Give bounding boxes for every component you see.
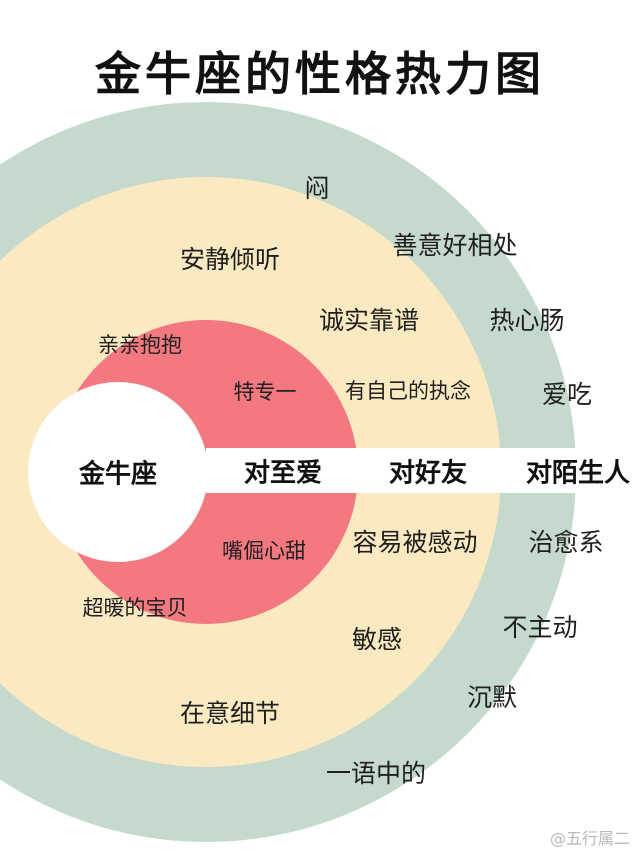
center-circle [28, 382, 208, 562]
lovers-trait: 超暖的宝贝 [82, 596, 188, 620]
friends-trait: 在意细节 [179, 699, 281, 728]
diagram-title: 金牛座的性格热力图 [95, 47, 545, 101]
label-band [206, 448, 640, 493]
band-label-strangers: 对陌生人 [525, 458, 631, 489]
strangers-trait: 闷 [304, 174, 330, 203]
friends-trait: 容易被感动 [352, 528, 478, 557]
lovers-trait: 亲亲抱抱 [98, 333, 182, 357]
strangers-trait: 热心肠 [489, 306, 565, 335]
friends-trait: 有自己的执念 [345, 379, 471, 403]
friends-trait: 敏感 [351, 625, 403, 654]
strangers-trait: 不主动 [502, 613, 578, 642]
strangers-trait: 爱吃 [541, 380, 593, 409]
lovers-trait: 嘴倔心甜 [222, 539, 306, 563]
friends-trait: 诚实靠谱 [318, 306, 420, 335]
strangers-trait: 善意好相处 [392, 231, 518, 260]
watermark: @五行属二 [549, 829, 630, 848]
center-label: 金牛座 [78, 459, 158, 490]
band-label-lovers: 对至爱 [243, 458, 323, 489]
band-label-friends: 对好友 [388, 458, 468, 489]
strangers-trait: 沉默 [466, 683, 518, 712]
friends-trait: 安静倾听 [179, 245, 281, 274]
strangers-trait: 一语中的 [325, 759, 427, 788]
strangers-trait: 治愈系 [528, 528, 604, 557]
lovers-trait: 特专一 [233, 380, 297, 404]
